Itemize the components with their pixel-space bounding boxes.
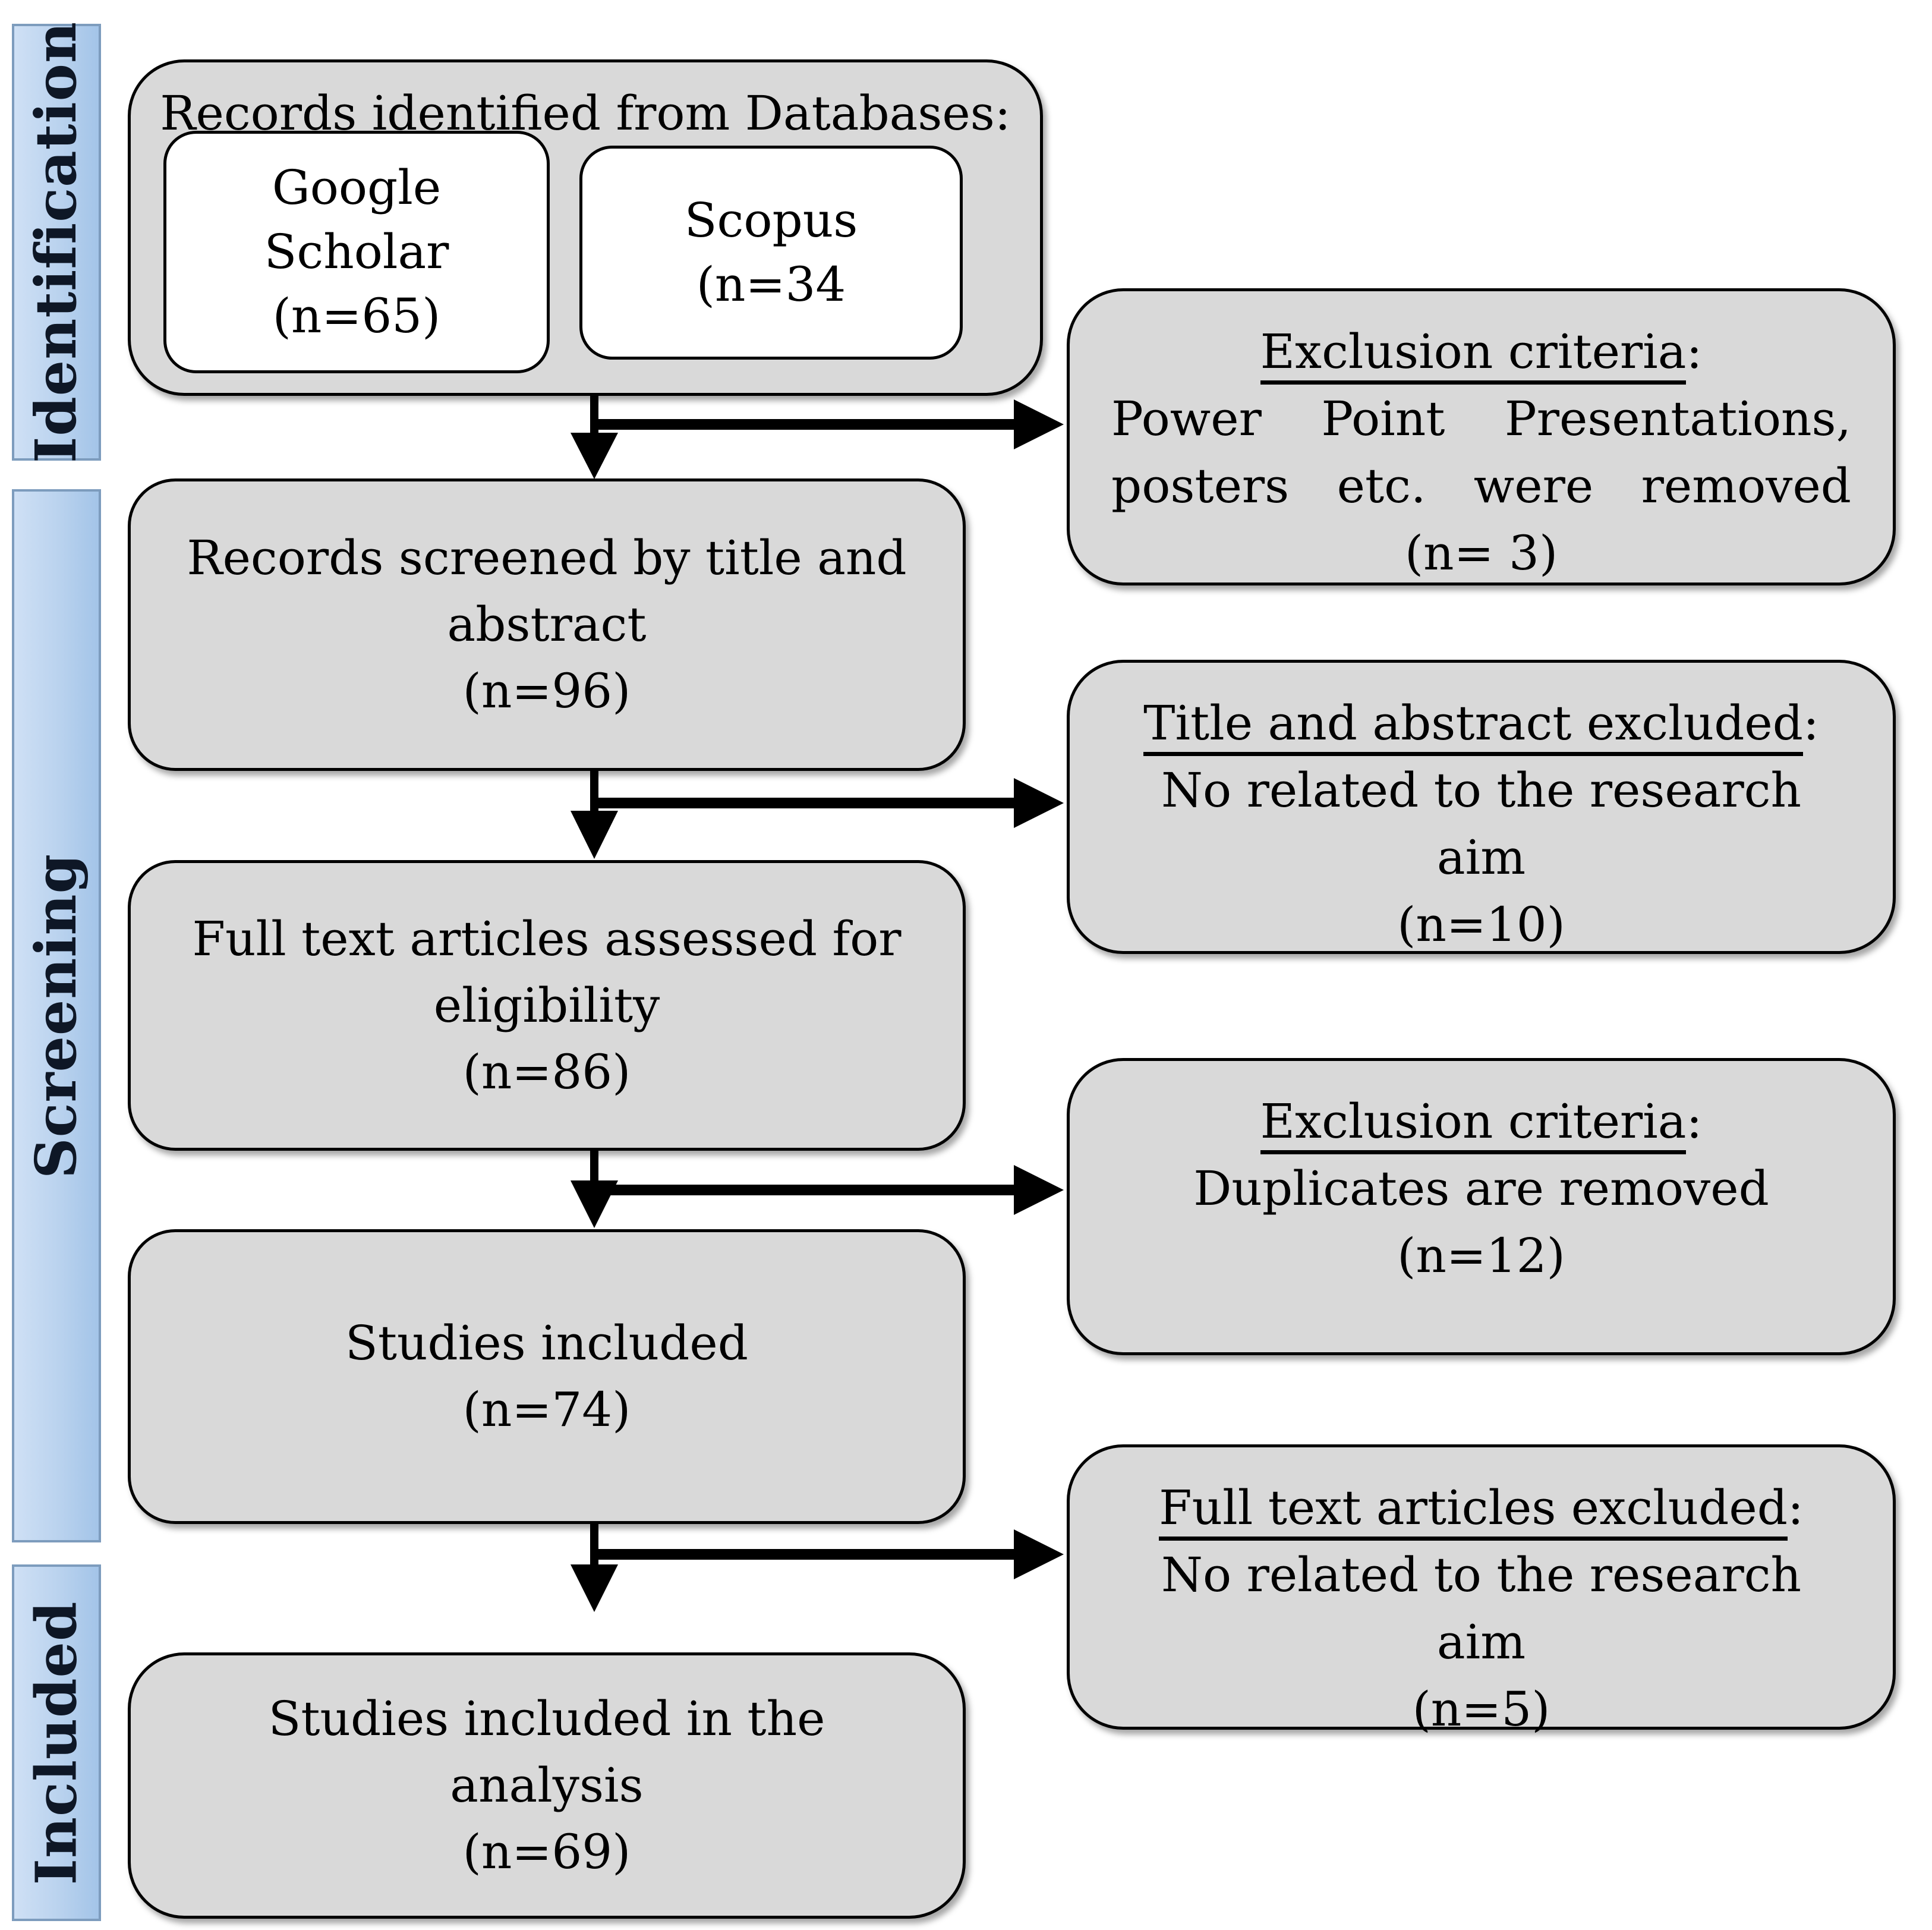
exclusion-3-heading: Exclusion criteria: xyxy=(1260,1094,1702,1154)
exclusion-2-count: (n=10) xyxy=(1397,897,1565,952)
records-screened-line2: abstract xyxy=(447,597,647,652)
arrow-branch-1-head xyxy=(1014,399,1064,449)
exclusion-1-body-line2: posters etc. were removed xyxy=(1111,458,1851,514)
arrow-branch-4-head xyxy=(1014,1529,1064,1579)
exclusion-box-powerpoint: Exclusion criteria: Power Point Presenta… xyxy=(1067,288,1896,585)
exclusion-box-fulltext-excluded: Full text articles excluded: No related … xyxy=(1067,1444,1896,1737)
scopus-count: (n=34 xyxy=(696,257,846,312)
fulltext-assessed-line1: Full text articles assessed for xyxy=(192,911,902,966)
arrow-down-1-head xyxy=(571,433,618,479)
studies-included-count: (n=74) xyxy=(462,1382,631,1437)
exclusion-1-body-line1: Power Point Presentations, xyxy=(1111,391,1851,446)
stage-label-screening: Screening xyxy=(23,853,90,1179)
exclusion-2-body: No related to the research aim xyxy=(1161,763,1802,885)
fulltext-assessed-count: (n=86) xyxy=(462,1044,631,1100)
flow-box-fulltext-assessed: Full text articles assessed for eligibil… xyxy=(128,860,966,1151)
records-screened-count: (n=96) xyxy=(462,663,631,719)
scopus-name: Scopus xyxy=(684,193,858,248)
arrow-branch-2-head xyxy=(1014,778,1064,828)
records-screened-line1: Records screened by title and xyxy=(187,530,907,585)
exclusion-4-count: (n=5) xyxy=(1412,1682,1550,1737)
exclusion-4-heading: Full text articles excluded: xyxy=(1159,1480,1804,1541)
google-scholar-name-line1: Google xyxy=(272,160,442,215)
studies-included-line1: Studies included xyxy=(345,1315,748,1371)
database-box-google-scholar: Google Scholar (n=65) xyxy=(163,131,550,373)
arrow-down-4-head xyxy=(571,1564,618,1612)
flow-box-studies-in-analysis: Studies included in the analysis (n=69) xyxy=(128,1652,966,1919)
exclusion-2-heading: Title and abstract excluded: xyxy=(1143,695,1819,756)
exclusion-1-count: (n= 3) xyxy=(1404,525,1558,581)
arrow-branch-3-head xyxy=(1014,1165,1064,1215)
exclusion-box-duplicates: Exclusion criteria: Duplicates are remov… xyxy=(1067,1058,1896,1355)
stage-label-identification: Identification xyxy=(23,21,90,464)
exclusion-box-title-abstract: Title and abstract excluded: No related … xyxy=(1067,660,1896,954)
google-scholar-name-line2: Scholar xyxy=(264,224,449,279)
exclusion-3-count: (n=12) xyxy=(1397,1228,1565,1283)
exclusion-4-body: No related to the research aim xyxy=(1161,1547,1802,1670)
fulltext-assessed-line2: eligibility xyxy=(433,977,660,1033)
stage-band-identification: Identification xyxy=(12,21,101,464)
stage-label-included: Included xyxy=(23,1601,90,1885)
exclusion-1-heading: Exclusion criteria: xyxy=(1260,324,1702,385)
exclusion-3-body: Duplicates are removed xyxy=(1193,1161,1769,1216)
stage-band-screening: Screening xyxy=(12,489,101,1542)
flow-box-records-screened: Records screened by title and abstract (… xyxy=(128,478,966,771)
google-scholar-count: (n=65) xyxy=(272,288,441,344)
studies-in-analysis-count: (n=69) xyxy=(462,1824,631,1879)
database-box-scopus: Scopus (n=34 xyxy=(579,146,963,360)
flow-box-records-identified: Records identified from Databases: Googl… xyxy=(128,59,1043,396)
studies-in-analysis-line1: Studies included in the xyxy=(268,1691,825,1746)
studies-in-analysis-line2: analysis xyxy=(450,1758,644,1813)
arrow-down-2-head xyxy=(571,811,618,859)
stage-band-included: Included xyxy=(12,1564,101,1921)
flow-box-studies-included: Studies included (n=74) xyxy=(128,1229,966,1524)
